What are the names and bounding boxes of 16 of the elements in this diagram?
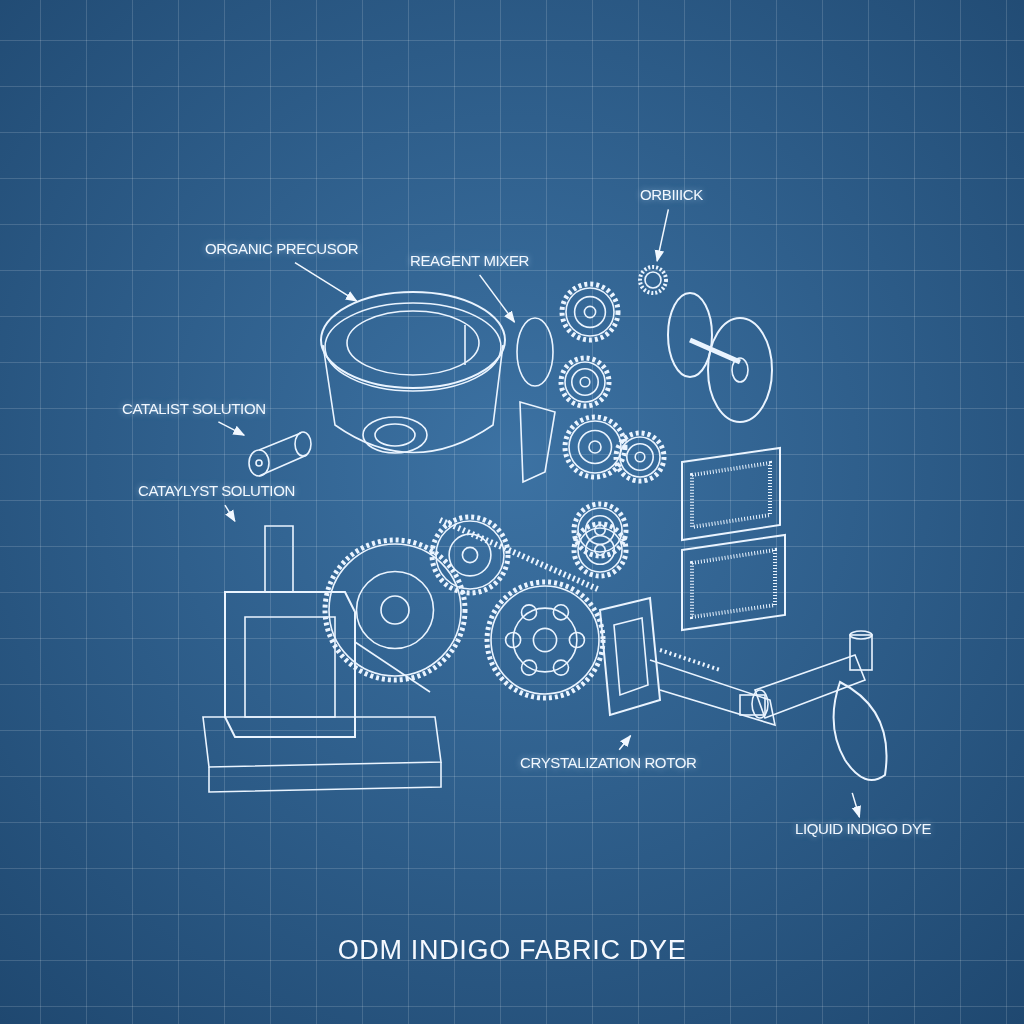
part-drawing [636,262,670,298]
callout-label: CATAYLYST SOLUTION [138,480,295,503]
leader-arrow [654,208,670,263]
callout-label: ORGANIC PRECUSOR [205,238,359,261]
callout-label: REAGENT MIXER [410,250,530,273]
leader-arrow [618,734,632,751]
leader-arrow [478,274,516,324]
callout-label: CATALIST SOLUTION [122,398,266,421]
callout-label: ORBIIICK [640,184,703,207]
leader-arrow [294,261,358,302]
leader-arrow [217,421,246,436]
title: ODM INDIGO FABRIC DYE [336,934,688,967]
callout-label: CRYSTALIZATION ROTOR [520,752,697,775]
leader-arrow [224,504,236,523]
callout-label: LIQUID INDIGO DYE [795,818,932,841]
leader-arrow [851,792,861,819]
